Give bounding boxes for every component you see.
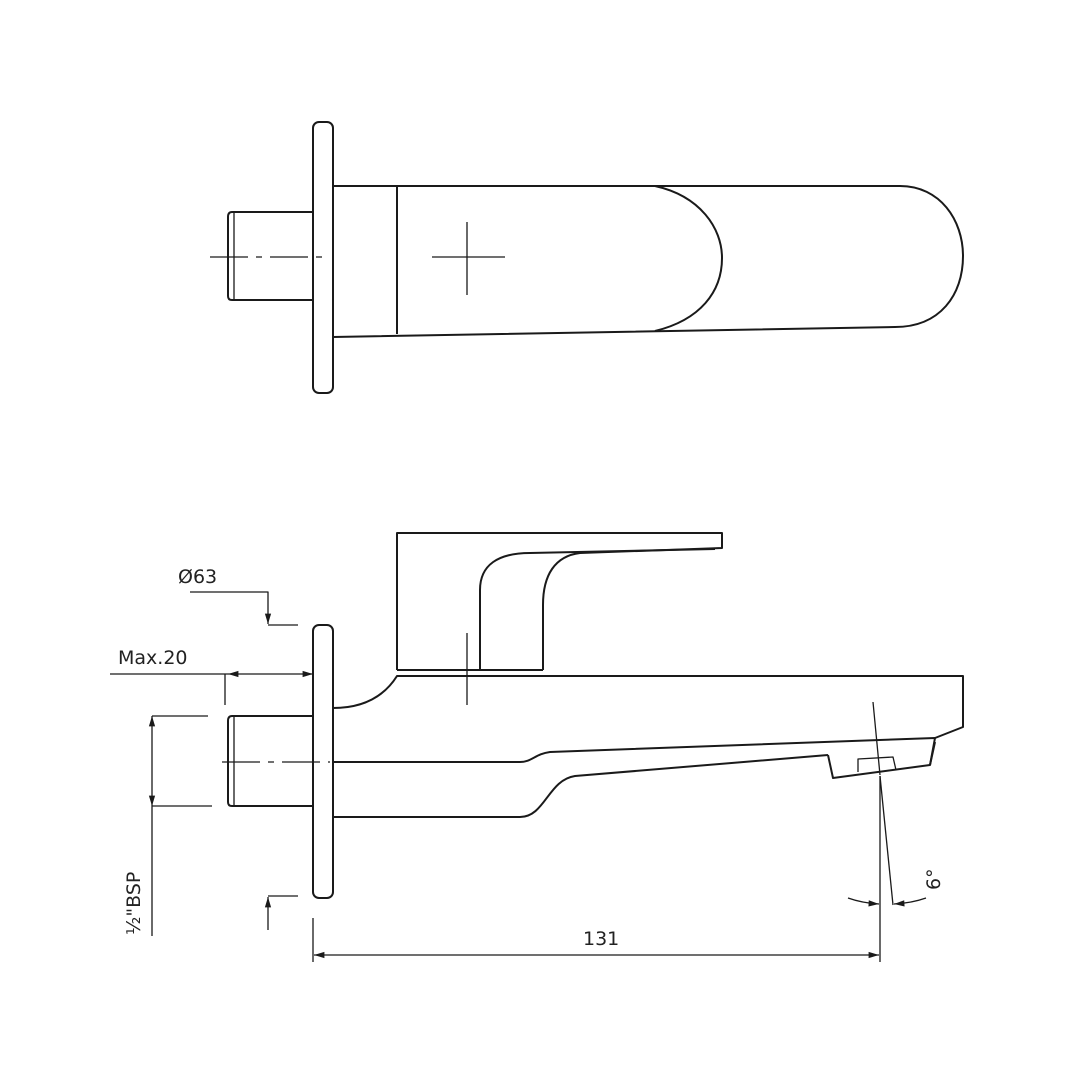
spout-angle-label: 6° [923,868,945,890]
angle-arrow-right [893,897,927,907]
max-depth-label: Max.20 [118,647,188,669]
side-view [222,532,964,899]
flange-diameter-leader-top [190,591,272,624]
handle-axis-cross [432,222,505,295]
lever-handle-inner [479,548,716,670]
flange-diameter-label: Ø63 [178,566,217,588]
outlet-axis [872,701,881,776]
spout-lower-underside [333,754,829,818]
lever-handle [396,532,723,670]
dimensions: Ø63 Max.20 ½"BSP 131 6° [110,566,945,962]
thread-extension-lines [151,715,212,936]
top-thread-stub [227,211,313,301]
angle-arrow-left [847,897,880,907]
top-body [332,185,964,338]
top-view [210,121,964,394]
angle-line [879,775,894,906]
spout-top [332,675,964,739]
spout-upper-underside [333,737,936,766]
top-flange [312,121,334,394]
thread-label: ½"BSP [123,872,145,935]
length-label: 131 [583,928,619,950]
side-thread-stub [227,715,313,807]
top-body-curve [654,185,723,332]
aerator [827,741,936,779]
aerator-outlet [857,756,897,772]
